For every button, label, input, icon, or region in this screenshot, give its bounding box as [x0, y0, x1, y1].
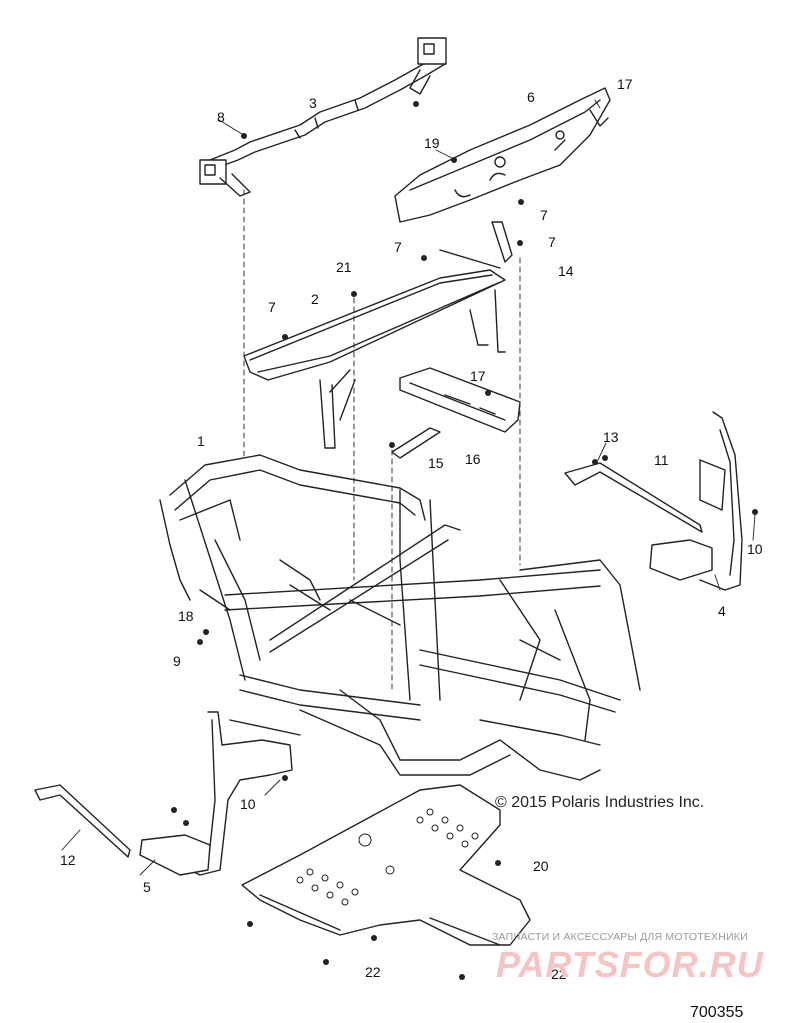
watermark-tagline: ЗАПЧАСТИ И АКСЕССУАРЫ ДЛЯ МОТОТЕХНИКИ [492, 931, 748, 943]
callout-15: 15 [428, 455, 444, 471]
copyright-notice: © 2015 Polaris Industries Inc. [495, 794, 705, 811]
callout-9: 9 [173, 653, 181, 669]
callout-10a: 10 [747, 541, 763, 557]
callout-7d: 7 [268, 299, 276, 315]
part-11-right-bar [564, 462, 703, 533]
part-12-left-bar [34, 784, 131, 858]
part-4-right-bracket [649, 411, 743, 591]
part-6-cross-panel [394, 87, 611, 223]
callout-20: 20 [533, 858, 549, 874]
part-3-upper-rail [199, 37, 447, 197]
callout-12: 12 [60, 852, 76, 868]
part-2-cargo-frame [243, 249, 506, 449]
callout-7a: 7 [540, 207, 548, 223]
callout-5: 5 [143, 879, 151, 895]
callout-17b: 17 [470, 368, 486, 384]
callout-18: 18 [178, 608, 194, 624]
skid-plate [241, 784, 531, 946]
callout-22a: 22 [365, 964, 381, 980]
callout-8: 8 [217, 109, 225, 125]
callout-21: 21 [336, 259, 352, 275]
callout-13: 13 [603, 429, 619, 445]
part-15-bracket [391, 427, 441, 459]
callout-17a: 17 [617, 76, 633, 92]
callout-16: 16 [465, 451, 481, 467]
callout-4: 4 [718, 603, 726, 619]
alignment-lines [243, 189, 521, 691]
document-number: 700355 [690, 1004, 744, 1021]
callout-7c: 7 [394, 239, 402, 255]
callout-7b: 7 [548, 234, 556, 250]
leader-lines [61, 99, 756, 876]
callout-19: 19 [424, 135, 440, 151]
part-16-shelf [399, 367, 521, 433]
fasteners [171, 101, 758, 980]
part-14-bracket [491, 221, 513, 263]
callout-1: 1 [197, 433, 205, 449]
watermark-logo: PARTSFOR.RU [496, 944, 764, 985]
callout-22b: 22 [551, 966, 567, 982]
callout-3: 3 [309, 95, 317, 111]
callout-10b: 10 [240, 796, 256, 812]
callout-11: 11 [654, 452, 669, 468]
part-1-main-frame [159, 454, 641, 781]
part-5-left-bracket [139, 711, 293, 876]
callout-14: 14 [558, 263, 574, 279]
callout-2: 2 [311, 291, 319, 307]
callout-6: 6 [527, 89, 535, 105]
